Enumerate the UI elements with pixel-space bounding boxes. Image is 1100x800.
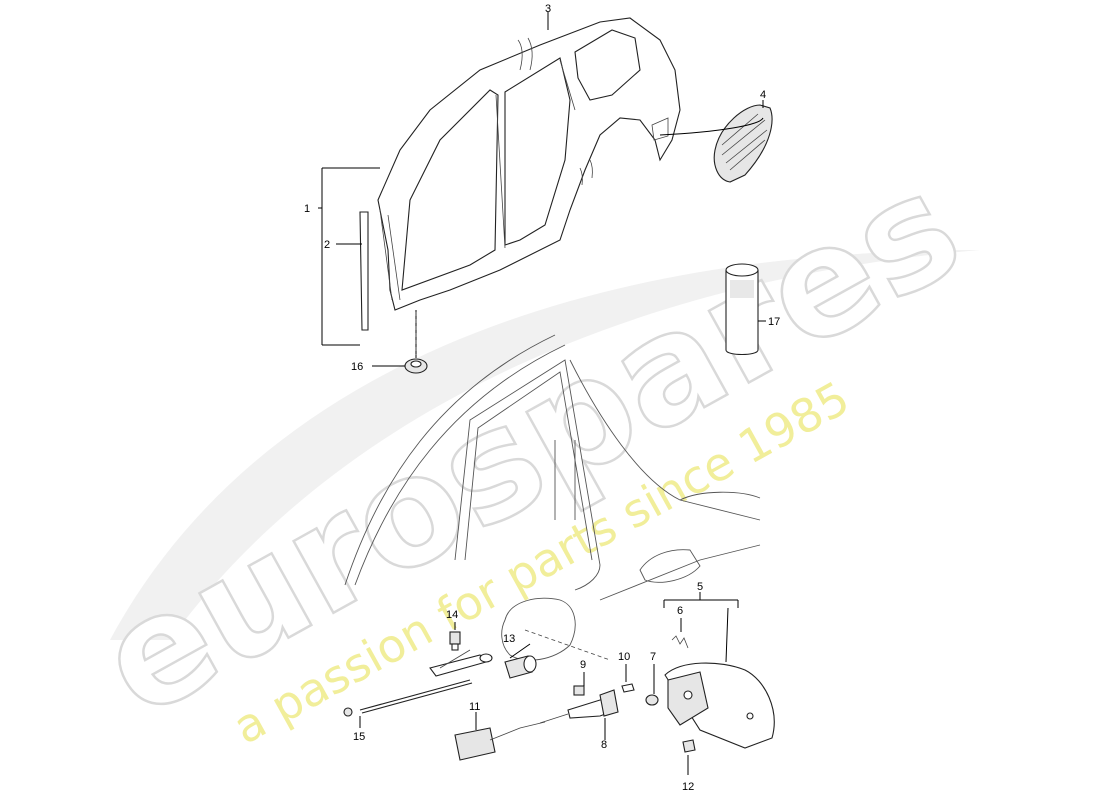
release-cable-part: [343, 649, 493, 717]
grommet-part: [404, 358, 428, 374]
callout-17: 17: [768, 316, 780, 328]
fuel-flap-part: [664, 662, 775, 749]
callout-4: 4: [760, 89, 766, 101]
spring-part: [671, 635, 689, 649]
control-unit-part: [454, 721, 546, 761]
callout-7: 7: [650, 651, 656, 663]
callout-15: 15: [353, 731, 365, 743]
buffer-part: [645, 694, 659, 706]
vehicle-body-outline: [344, 334, 761, 661]
callout-11: 11: [469, 701, 480, 713]
callout-2: 2: [324, 239, 330, 251]
side-panel-part: [377, 17, 681, 311]
clip-part: [682, 739, 696, 753]
lock-cylinder-part: [504, 655, 537, 679]
watermark-swoosh: [110, 250, 980, 640]
leader-lines: [318, 12, 766, 775]
callout-6: 6: [677, 605, 683, 617]
callout-14: 14: [446, 609, 458, 621]
callout-10: 10: [618, 651, 630, 663]
callout-labels: 1 2 3 4 17 16 5 6 7 10 9 8 11 12 13 14 1…: [304, 3, 780, 793]
seal-strip-part: [359, 211, 369, 331]
actuator-assembly-part: [539, 683, 635, 724]
callout-3: 3: [545, 3, 551, 15]
callout-5: 5: [697, 581, 703, 593]
callout-13: 13: [503, 633, 515, 645]
can-part: [725, 263, 759, 356]
callout-8: 8: [601, 739, 607, 751]
callout-16: 16: [351, 361, 363, 373]
callout-1: 1: [304, 203, 310, 215]
callout-9: 9: [580, 659, 586, 671]
bolt-part: [449, 631, 461, 651]
callout-12: 12: [682, 781, 694, 793]
vent-grille-part: [713, 104, 773, 183]
